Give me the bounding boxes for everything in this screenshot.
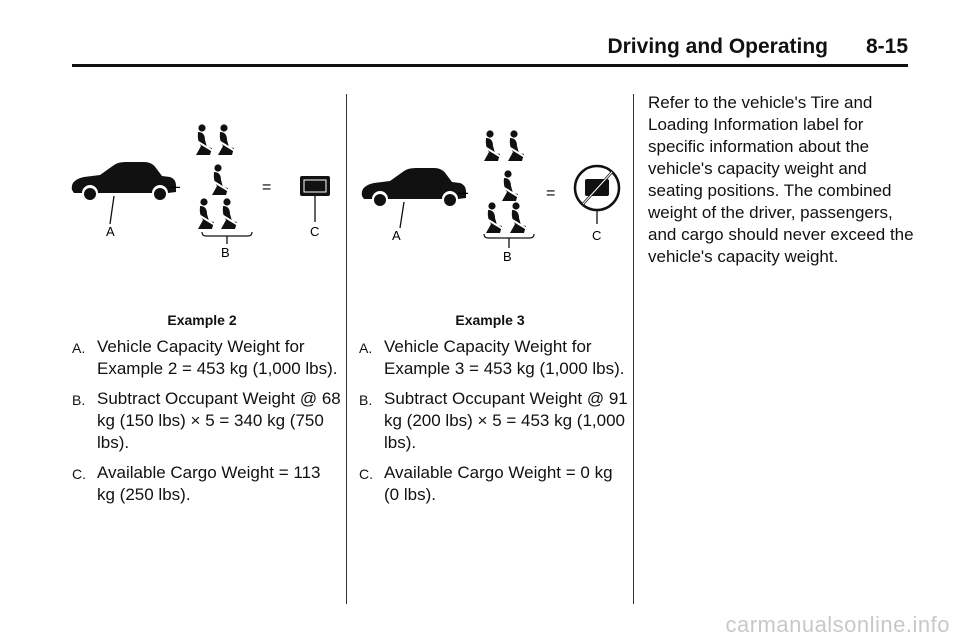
seatbelt-icon [219, 197, 239, 230]
section-title: Driving and Operating [607, 35, 828, 58]
example2-list: A. Vehicle Capacity Weight for Example 2 … [72, 336, 342, 514]
list-text: Vehicle Capacity Weight for Example 2 = … [97, 337, 338, 378]
list-text: Available Cargo Weight = 113 kg (250 lbs… [97, 463, 321, 504]
body-paragraph: Refer to the vehicle's Tire and Loading … [648, 93, 914, 266]
example3-list: A. Vehicle Capacity Weight for Example 3 … [359, 336, 629, 514]
list-item: C. Available Cargo Weight = 0 kg (0 lbs). [359, 462, 629, 506]
watermark: carmanualsonline.info [725, 612, 950, 637]
column-divider-1 [346, 94, 347, 604]
callout-a: A [106, 224, 115, 239]
vehicle-icon [71, 162, 176, 200]
seatbelt-icon [506, 129, 526, 162]
list-item: B. Subtract Occupant Weight @ 91 kg (200 … [359, 388, 629, 454]
minus-sign: – [458, 182, 468, 202]
list-letter: C. [72, 466, 86, 482]
seatbelt-icon [210, 163, 230, 196]
seatbelt-icon [196, 197, 216, 230]
cargo-icon [300, 176, 330, 196]
list-letter: B. [72, 392, 86, 408]
page-number: 8-15 [865, 35, 908, 58]
seatbelt-icon [500, 169, 520, 202]
list-letter: A. [359, 340, 373, 356]
callout-line-a [109, 195, 115, 225]
bracket [483, 233, 535, 239]
page-header: Driving and Operating 8-15 [72, 33, 908, 67]
column-divider-2 [633, 94, 634, 604]
seatbelt-icon [484, 201, 504, 234]
list-item: C. Available Cargo Weight = 113 kg (250 l… [72, 462, 342, 506]
bracket [201, 231, 253, 237]
list-text: Available Cargo Weight = 0 kg (0 lbs). [384, 463, 613, 504]
seatbelt-icon [482, 129, 502, 162]
list-text: Subtract Occupant Weight @ 68 kg (150 lb… [97, 389, 341, 452]
list-letter: B. [359, 392, 373, 408]
callout-b: B [503, 249, 512, 264]
callout-b: B [221, 245, 230, 260]
callout-line-a [399, 201, 405, 229]
list-text: Vehicle Capacity Weight for Example 3 = … [384, 337, 625, 378]
list-letter: A. [72, 340, 86, 356]
equals-sign: = [546, 185, 555, 202]
list-item: A. Vehicle Capacity Weight for Example 2 … [72, 336, 342, 380]
vehicle-icon [361, 168, 466, 206]
callout-a: A [392, 228, 401, 243]
seatbelt-icon [194, 123, 214, 156]
list-item: A. Vehicle Capacity Weight for Example 3 … [359, 336, 629, 380]
example3-caption: Example 3 [455, 312, 525, 328]
callout-c: C [310, 224, 319, 239]
callout-c: C [592, 228, 601, 243]
example3-diagram: A – B = C [361, 129, 621, 264]
example2-caption: Example 2 [167, 312, 237, 328]
seatbelt-icon [216, 123, 236, 156]
seatbelt-icon [508, 201, 528, 234]
list-letter: C. [359, 466, 373, 482]
example2-diagram: A – B = C [71, 123, 330, 260]
list-text: Subtract Occupant Weight @ 91 kg (200 lb… [384, 389, 628, 452]
equals-sign: = [262, 179, 271, 196]
minus-sign: – [170, 176, 180, 196]
list-item: B. Subtract Occupant Weight @ 68 kg (150 … [72, 388, 342, 454]
